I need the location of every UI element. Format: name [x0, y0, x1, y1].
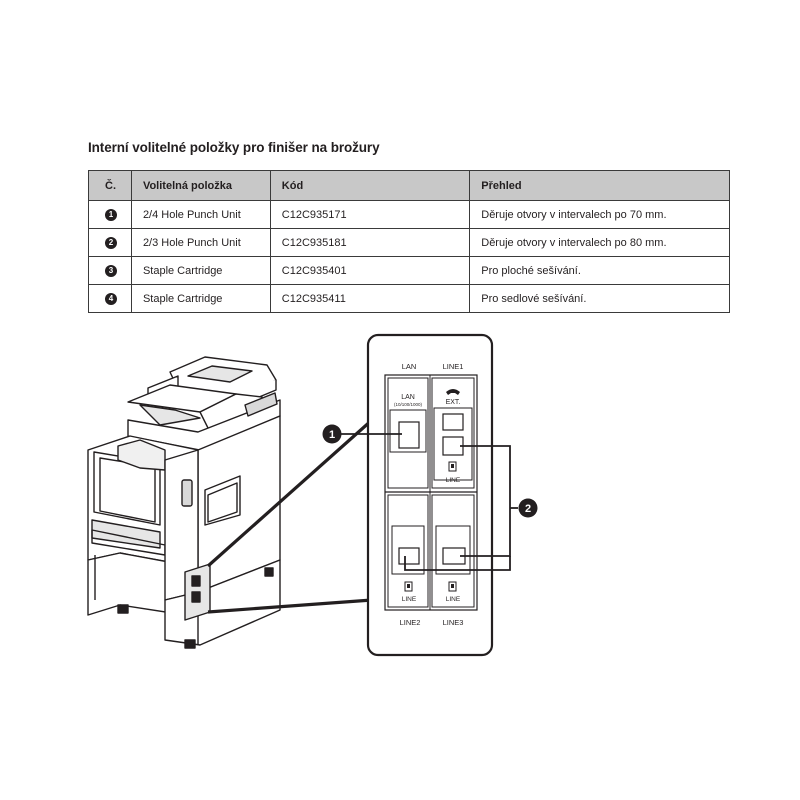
cell-summary: Děruje otvory v intervalech po 80 mm.: [469, 228, 730, 257]
table-row: 2 2/3 Hole Punch Unit C12C935181 Děruje …: [88, 228, 730, 257]
cell-item: 2/3 Hole Punch Unit: [130, 228, 271, 257]
connector-diagram: LAN LINE1 LINE2 LINE3 LAN (10/100/1000) …: [87, 333, 538, 657]
phone-line-icon: [448, 581, 457, 592]
printer-illustration: [87, 356, 281, 649]
line3-label: LINE: [446, 596, 461, 603]
lan-port: [398, 421, 420, 449]
line2-port: [398, 547, 420, 565]
cell-item: Staple Cartridge: [130, 256, 271, 285]
cell-item: Staple Cartridge: [130, 284, 271, 313]
table-header-row: Č. Volitelná položka Kód Přehled: [88, 170, 730, 201]
row-number-badge: 2: [105, 236, 117, 249]
lan-speed-label: (10/100/1000): [394, 402, 423, 407]
col-header-summary: Přehled: [469, 170, 730, 201]
phone-icon: [446, 389, 460, 395]
row-number-badge: 3: [105, 264, 117, 277]
col-header-item: Volitelná položka: [130, 170, 271, 201]
col-header-number: Č.: [88, 170, 132, 201]
row-number-badge: 1: [105, 208, 117, 221]
line1-label: LINE: [446, 477, 461, 484]
callout-2: [404, 445, 518, 571]
zoom-line-bottom: [207, 598, 373, 614]
col-header-code: Kód: [269, 170, 471, 201]
ext-port: [442, 413, 464, 431]
lan-port-label: LAN: [401, 394, 415, 401]
ext-port-label: EXT.: [446, 399, 461, 406]
panel-label-lan: LAN: [402, 362, 417, 371]
callout-1: 1: [322, 424, 402, 444]
cell-code: C12C935181: [269, 228, 471, 257]
callout-2-badge: 2: [518, 498, 538, 518]
panel-label-line1: LINE1: [443, 362, 464, 371]
cell-code: C12C935411: [269, 284, 471, 313]
cell-code: C12C935171: [269, 200, 471, 229]
cell-code: C12C935401: [269, 256, 471, 285]
table-row: 1 2/4 Hole Punch Unit C12C935171 Děruje …: [88, 200, 730, 229]
cell-item: 2/4 Hole Punch Unit: [130, 200, 271, 229]
options-table: Č. Volitelná položka Kód Přehled 1 2/4 H…: [88, 170, 730, 313]
line2-label: LINE: [402, 596, 417, 603]
zoom-line-top: [206, 418, 374, 568]
cell-summary: Děruje otvory v intervalech po 70 mm.: [469, 200, 730, 229]
panel-label-line3: LINE3: [443, 618, 464, 627]
row-number-badge: 4: [105, 292, 117, 305]
svg-text:1: 1: [329, 429, 335, 441]
phone-line-icon: [448, 461, 457, 472]
table-row: 3 Staple Cartridge C12C935401 Pro ploché…: [88, 256, 730, 285]
svg-text:2: 2: [525, 503, 531, 515]
connector-panel: LAN LINE1 LINE2 LINE3 LAN (10/100/1000) …: [366, 333, 494, 657]
section-title: Interní volitelné položky pro finišer na…: [88, 140, 380, 155]
cell-summary: Pro sedlové sešívání.: [469, 284, 730, 313]
cell-summary: Pro ploché sešívání.: [469, 256, 730, 285]
table-row: 4 Staple Cartridge C12C935411 Pro sedlov…: [88, 284, 730, 313]
panel-label-line2: LINE2: [400, 618, 421, 627]
phone-line-icon: [404, 581, 413, 592]
